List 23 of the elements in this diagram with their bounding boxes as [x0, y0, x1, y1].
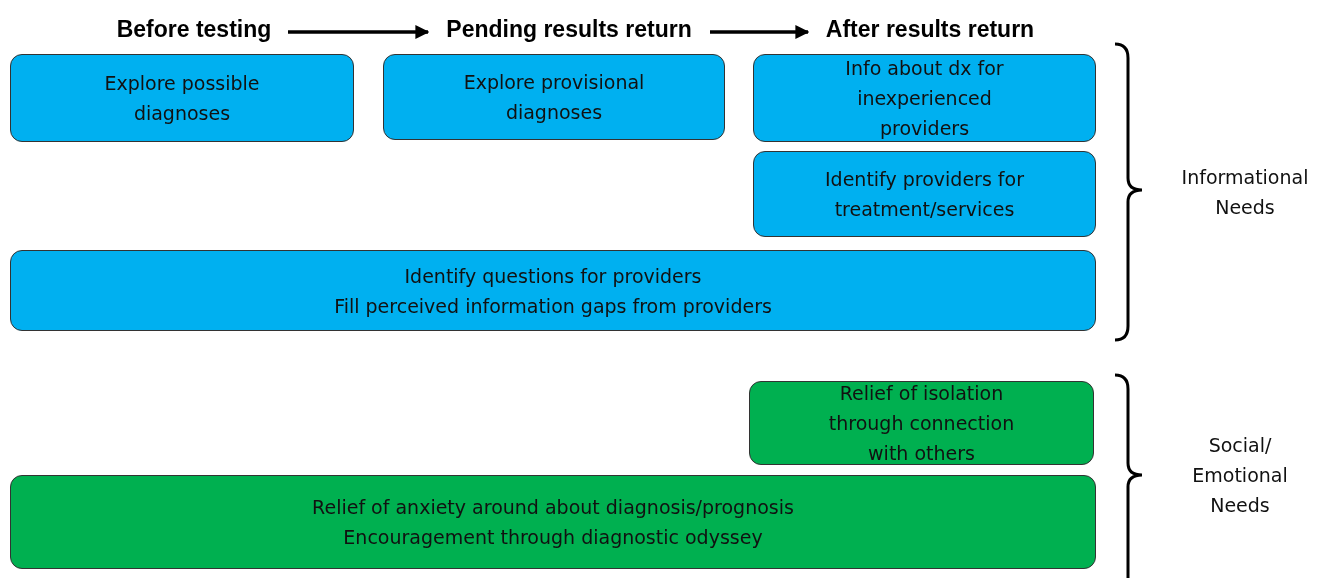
need-box — [753, 54, 1096, 142]
column-heading: After results return — [808, 14, 1052, 44]
need-box — [383, 54, 725, 140]
box-text: Relief of isolation through connection with others — [827, 381, 1016, 466]
box-text: Relief of anxiety around about diagnosis/prognosis — [311, 495, 795, 520]
box-text: Info about dx for inexperienced providers — [844, 56, 1005, 141]
box-text: Fill perceived information gaps from providers — [333, 293, 773, 319]
need-box — [10, 54, 354, 142]
need-box — [753, 151, 1096, 237]
box-text: Encouragement through diagnostic odyssey — [342, 525, 764, 550]
box-text: Explore provisional diagnoses — [462, 70, 646, 125]
column-heading: Before testing — [100, 14, 288, 44]
group-label: Informational Needs — [1180, 165, 1310, 220]
need-box — [749, 381, 1094, 465]
need-box — [10, 250, 1096, 331]
group-label: Social/ Emotional Needs — [1191, 433, 1289, 518]
box-text: Identify providers for treatment/services — [824, 167, 1025, 222]
box-text: Identify questions for providers — [403, 263, 703, 289]
arrow — [288, 25, 430, 39]
column-heading: Pending results return — [428, 14, 710, 44]
need-box — [10, 475, 1096, 569]
box-text: Explore possible diagnoses — [103, 71, 261, 126]
arrow — [710, 25, 810, 39]
